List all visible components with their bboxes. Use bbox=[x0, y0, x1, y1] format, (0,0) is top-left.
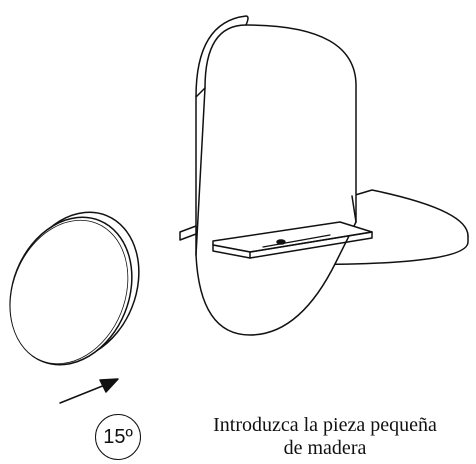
small-wood-disc bbox=[9, 211, 140, 366]
caption-line-1: Introduzca la pieza pequeña bbox=[213, 414, 437, 436]
instruction-caption: Introduzca la pieza pequeña de madera bbox=[180, 414, 470, 460]
arrow-icon bbox=[59, 378, 119, 404]
caption-line-2: de madera bbox=[283, 437, 367, 459]
shelf-slot-edge bbox=[351, 195, 357, 223]
upright-panel bbox=[195, 15, 357, 336]
step-number-badge: 15º bbox=[95, 414, 141, 460]
slot-bracket bbox=[179, 221, 373, 259]
